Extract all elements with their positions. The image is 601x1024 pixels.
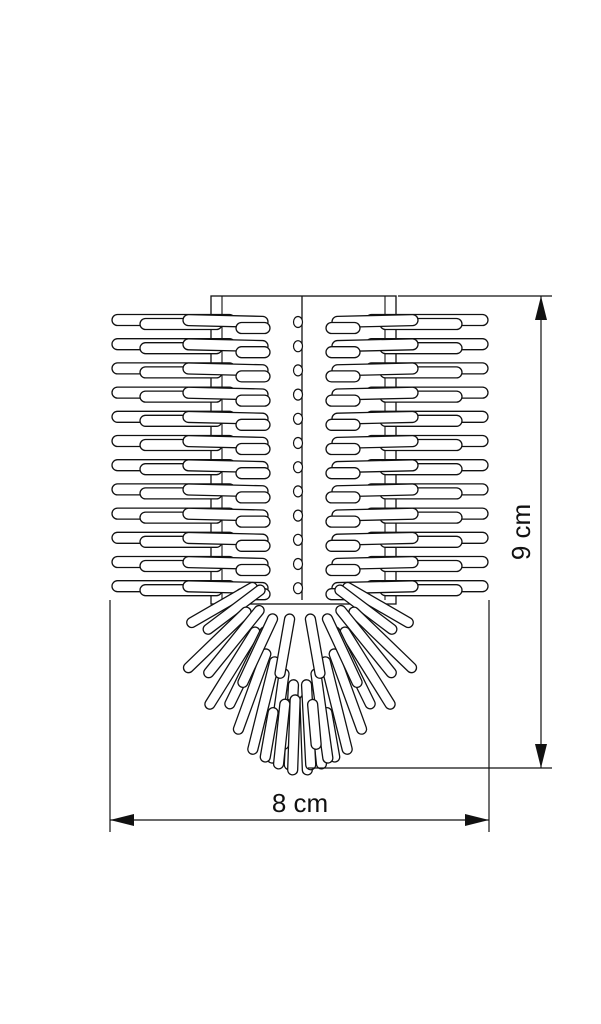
bristle <box>235 346 271 359</box>
width-arrow-right <box>465 814 489 826</box>
height-arrow-bottom <box>535 744 547 768</box>
bristle <box>247 656 281 755</box>
bristle <box>235 370 271 383</box>
bristle-end <box>292 461 304 474</box>
bristle-end <box>292 582 304 595</box>
width-dimension-label: 8 cm <box>272 788 328 818</box>
bristle-end <box>292 340 304 353</box>
bristle <box>304 613 326 679</box>
width-arrow-left <box>110 814 134 826</box>
bristle-end <box>292 485 304 498</box>
bristle <box>235 418 271 431</box>
bristle <box>325 418 361 431</box>
bristle <box>325 321 361 335</box>
bristle <box>235 321 271 335</box>
bristle <box>325 539 361 552</box>
bristle <box>203 604 265 679</box>
bristle <box>235 467 271 480</box>
bristle-end <box>292 509 304 522</box>
bristle <box>348 606 418 674</box>
dimension-lines <box>109 295 552 832</box>
bristle <box>232 648 272 735</box>
bristle <box>235 539 271 552</box>
bristle <box>325 563 361 577</box>
bristle-end <box>292 557 304 571</box>
bristle <box>335 604 397 679</box>
height-arrow-top <box>535 296 547 320</box>
bristle <box>235 394 271 407</box>
bristle-end <box>292 412 304 425</box>
bristle <box>182 606 252 674</box>
bristle <box>287 694 301 776</box>
bristle <box>325 467 361 480</box>
bristle <box>319 656 353 755</box>
bristle <box>272 698 291 770</box>
brush-head <box>111 295 489 776</box>
bristle-end <box>292 533 304 546</box>
bristle <box>339 626 396 710</box>
bristle <box>328 648 368 735</box>
bristle-end <box>292 388 304 401</box>
bristle <box>321 613 363 689</box>
bristle <box>325 370 361 383</box>
bristle <box>235 563 271 577</box>
height-dimension-label: 9 cm <box>506 504 536 560</box>
bristle <box>235 515 271 528</box>
bristle <box>274 613 296 679</box>
bristle <box>204 626 261 710</box>
bristle <box>186 581 259 629</box>
bristle <box>259 706 279 763</box>
bristle <box>235 491 271 504</box>
bristle-end <box>292 315 304 329</box>
bristle <box>237 613 279 689</box>
bristle <box>325 491 361 504</box>
bristle <box>341 581 414 629</box>
bristle-end <box>292 436 304 450</box>
bristle <box>325 442 361 456</box>
bristle-end <box>292 364 304 377</box>
bristle <box>235 442 271 456</box>
bristle <box>325 515 361 528</box>
bristle <box>325 346 361 359</box>
bristle <box>325 394 361 407</box>
bristle <box>306 698 322 750</box>
